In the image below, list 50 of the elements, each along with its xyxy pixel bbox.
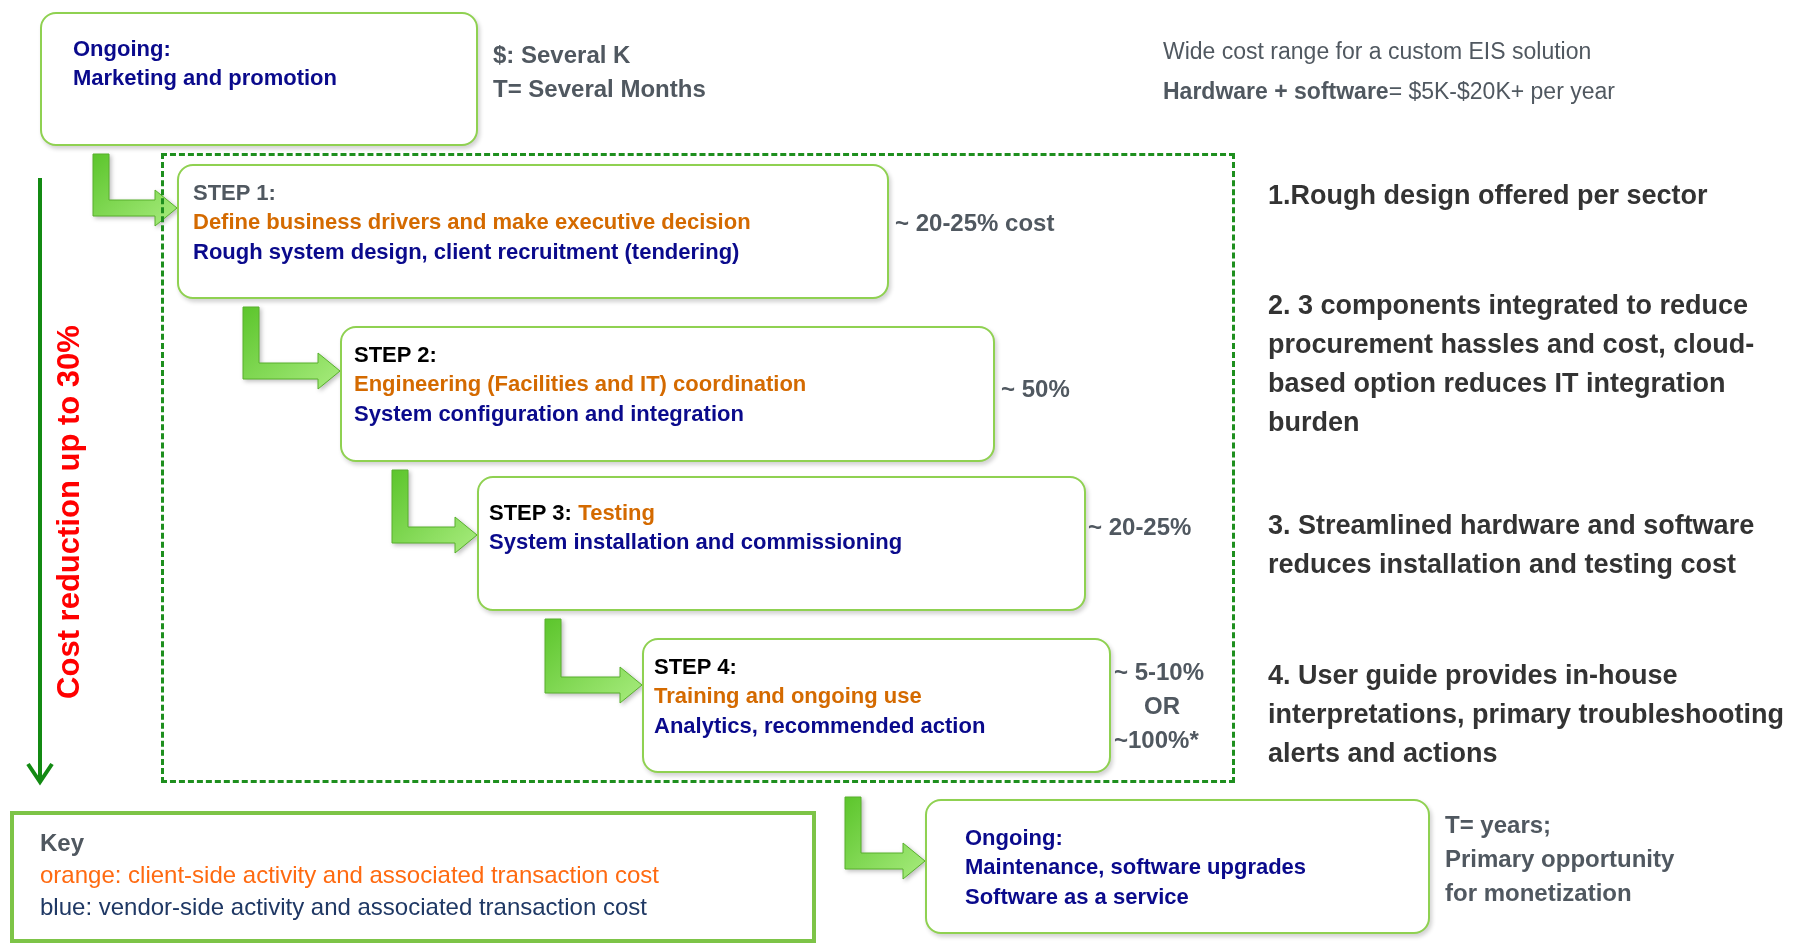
dashed-group-box [161, 153, 1235, 783]
cost-note: T= years; [1445, 810, 1552, 840]
step-heading: STEP 2: [354, 341, 438, 369]
step-box [340, 326, 995, 462]
key-entry: orange: client-side activity and associated transaction cost [40, 859, 660, 890]
client-activity-text: Define business drivers and make executive decision [193, 208, 752, 237]
step-box [177, 164, 889, 299]
cost-note: ~ 5-10% [1114, 657, 1205, 687]
bent-arrow [242, 306, 341, 390]
vendor-activity-text: Ongoing: [965, 824, 1064, 852]
benefit-note: 2. 3 components integrated to reduce procurement hassles and cost, cloud-based option reduces IT integration burden [1268, 289, 1756, 440]
cost-note: T= Several Months [493, 74, 706, 104]
step-heading: STEP 3: [489, 500, 572, 525]
cost-note: ~ 20-25% cost [895, 208, 1055, 238]
vendor-activity-text: System configuration and integration [354, 399, 745, 428]
step-heading: STEP 1: [193, 179, 277, 207]
key-entry: blue: vendor-side activity and associated transaction cost [40, 891, 648, 922]
vendor-activity-text: Ongoing: [73, 35, 172, 63]
vendor-activity-text: Analytics, recommended action [654, 711, 987, 740]
vendor-activity-text: System installation and commissioning [489, 528, 904, 557]
process-box [925, 799, 1430, 934]
cost-note: $: Several K [493, 40, 631, 70]
benefit-note: 1.Rough design offered per sector [1268, 179, 1709, 212]
step-box [642, 638, 1111, 773]
step-box [477, 476, 1086, 611]
client-activity-text: Training and ongoing use [654, 682, 923, 711]
key-box [10, 811, 816, 943]
cost-note: ~ 50% [1001, 374, 1070, 404]
cost-note: Hardware + software= $5K-$20K+ per year [1163, 78, 1616, 105]
step-heading: STEP 4: [654, 653, 738, 681]
bent-arrow [391, 469, 478, 554]
key-title: Key [40, 828, 86, 858]
cost-note: Wide cost range for a custom EIS solution [1163, 38, 1593, 65]
vertical-label: Cost reduction up to 30% [50, 325, 87, 699]
client-activity-text: Engineering (Facilities and IT) coordination [354, 370, 808, 399]
benefit-note: 4. User guide provides in-house interpretations, primary troubleshooting alerts and actions [1268, 659, 1786, 771]
bent-arrow [844, 796, 926, 880]
cost-note: OR [1144, 691, 1180, 721]
cost-note: Primary opportunity for monetization [1445, 844, 1676, 908]
bent-arrow [92, 153, 178, 227]
vendor-activity-text: Rough system design, client recruitment (tendering) [193, 237, 741, 266]
vendor-activity-text: Maintenance, software upgrades [965, 853, 1308, 882]
client-activity-text: Testing [578, 500, 655, 525]
cost-note: ~ 20-25% [1088, 512, 1192, 542]
vendor-activity-text: Software as a service [965, 882, 1190, 911]
bent-arrow [544, 618, 643, 704]
cost-note: ~100%* [1114, 725, 1199, 755]
benefit-note: 3. Streamlined hardware and software reduces installation and testing cost [1268, 509, 1756, 582]
vendor-activity-text: Marketing and promotion [73, 64, 338, 93]
process-box [40, 12, 478, 146]
